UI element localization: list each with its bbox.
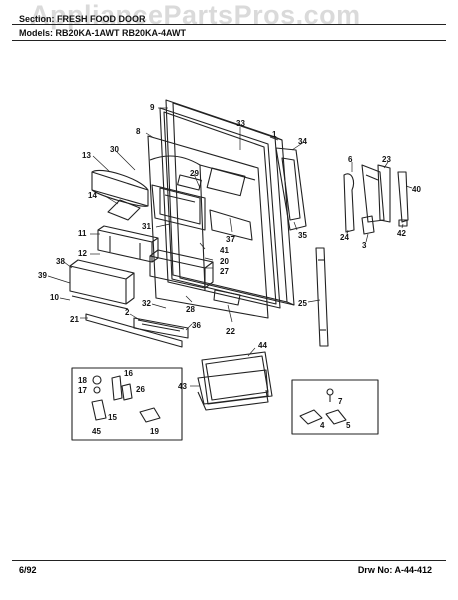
models-value: RB20KA-1AWT RB20KA-4AWT <box>55 28 187 38</box>
section-label: Section: <box>19 14 55 24</box>
callout-2: 2 <box>125 308 130 317</box>
callout-38: 38 <box>56 257 65 266</box>
callout-42: 42 <box>397 229 406 238</box>
footer-divider <box>12 560 446 561</box>
callout-32: 32 <box>142 299 151 308</box>
callout-5: 5 <box>346 421 351 430</box>
callout-35: 35 <box>298 231 307 240</box>
callout-16: 16 <box>124 369 133 378</box>
section-value: FRESH FOOD DOOR <box>57 14 146 24</box>
callout-23: 23 <box>382 155 391 164</box>
callout-7: 7 <box>338 397 343 406</box>
door-shelf-bottom <box>69 259 135 310</box>
models-label: Models: <box>19 28 54 38</box>
callout-11: 11 <box>78 229 87 238</box>
callout-9: 9 <box>150 103 155 112</box>
header-divider <box>12 24 446 25</box>
header-divider-2 <box>12 40 446 41</box>
callout-45: 45 <box>92 427 101 436</box>
callout-44: 44 <box>258 341 267 350</box>
callout-36: 36 <box>192 321 201 330</box>
door-shelf-large <box>97 225 159 263</box>
hinge-cover-strip <box>315 247 329 347</box>
callout-24: 24 <box>340 233 349 242</box>
callout-19: 19 <box>150 427 159 436</box>
section-header: Section: FRESH FOOD DOOR <box>19 14 146 24</box>
callout-25: 25 <box>298 299 307 308</box>
callout-33: 33 <box>236 119 245 128</box>
door-handle <box>397 171 409 227</box>
callout-37: 37 <box>226 235 235 244</box>
footer-date: 6/92 <box>19 565 37 575</box>
callout-labels: 1 9 8 33 34 13 30 29 14 31 11 12 38 39 1… <box>38 103 421 436</box>
callout-20: 20 <box>220 257 229 266</box>
callout-14: 14 <box>88 191 97 200</box>
callout-39: 39 <box>38 271 47 280</box>
dairy-compartment <box>151 174 206 231</box>
callout-29: 29 <box>190 169 199 178</box>
callout-1: 1 <box>272 130 277 139</box>
callout-15: 15 <box>108 413 117 422</box>
callout-13: 13 <box>82 151 91 160</box>
shelf-bar-upper <box>91 169 149 207</box>
door-panel-insert <box>275 147 307 231</box>
door-gasket <box>159 107 281 309</box>
callout-28: 28 <box>186 305 195 314</box>
leader-lines <box>47 107 413 387</box>
callout-8: 8 <box>136 127 141 136</box>
callout-4: 4 <box>320 421 325 430</box>
door-shelf-middle <box>149 249 214 289</box>
callout-6: 6 <box>348 155 353 164</box>
callout-18: 18 <box>78 376 87 385</box>
callout-31: 31 <box>142 222 151 231</box>
hinge-bracket <box>343 164 385 235</box>
models-header: Models: RB20KA-1AWT RB20KA-4AWT <box>19 28 186 38</box>
footer-drawing-number: Drw No: A-44-412 <box>357 565 432 575</box>
callout-40: 40 <box>412 185 421 194</box>
callout-21: 21 <box>70 315 79 324</box>
callout-26: 26 <box>136 385 145 394</box>
callout-17: 17 <box>78 386 87 395</box>
bottom-tray <box>133 317 189 339</box>
hinge-23 <box>377 164 391 223</box>
inset-box-right <box>291 379 379 435</box>
watermark: AppliancePartsPros.com <box>30 0 361 30</box>
callout-10: 10 <box>50 293 59 302</box>
callout-43: 43 <box>178 382 187 391</box>
callout-3: 3 <box>362 241 367 250</box>
crisper-drawer <box>197 351 273 411</box>
callout-34: 34 <box>298 137 307 146</box>
callout-41: 41 <box>220 246 229 255</box>
egg-tray <box>107 199 141 221</box>
inset-box-left <box>71 367 183 441</box>
callout-12: 12 <box>78 249 87 258</box>
callout-30: 30 <box>110 145 119 154</box>
callout-22: 22 <box>226 327 235 336</box>
door-liner <box>147 135 269 319</box>
callout-27: 27 <box>220 267 229 276</box>
